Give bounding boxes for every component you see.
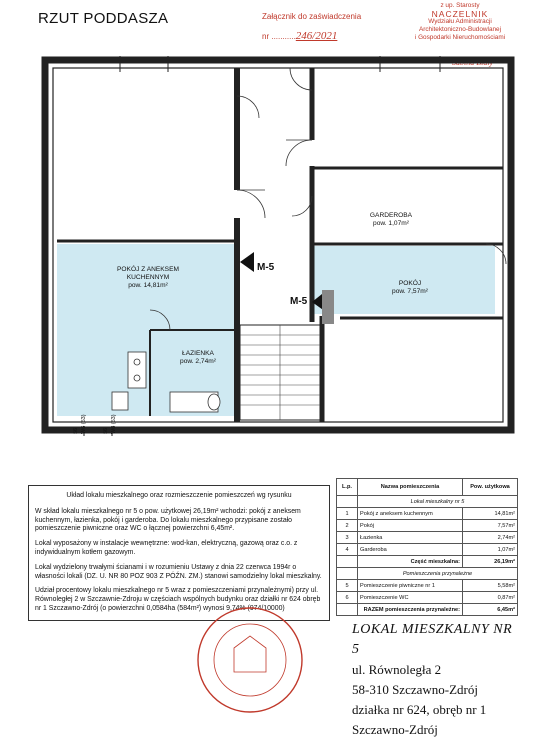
address-line: działka nr 624, obręb nr 1: [352, 702, 487, 717]
stair-treads: [240, 325, 320, 420]
section-row: Lokal mieszkalny nr 5: [336, 495, 518, 508]
room-name: POKÓJ: [398, 280, 422, 287]
cell: 5: [336, 579, 358, 592]
fixtures: [111, 351, 221, 413]
address-line: ul. Równoległa 2: [352, 662, 442, 677]
attachment-number-prefix: nr: [262, 32, 270, 41]
marker-m5: M-5: [290, 296, 308, 307]
sum-label: RAZEM pomieszczenia przynależne:: [357, 603, 463, 616]
page-title: RZUT PODDASZA: [38, 10, 169, 27]
stamp-line: Architektoniczno-Budowlanej: [418, 26, 502, 33]
dimension-label: W6 (53): [111, 414, 117, 434]
address-line: 58-310 Szczawno-Zdrój: [352, 682, 478, 697]
cell: 2,74m²: [462, 531, 518, 544]
cell: 2: [336, 519, 358, 532]
floor-plan: [41, 56, 515, 436]
column-header: Pow. użytkowa: [462, 478, 518, 496]
section-row: Pomieszczenia przynależne: [336, 567, 518, 580]
description-paragraph: Udział procentowy lokalu mieszkalnego nr…: [35, 587, 321, 612]
description-paragraph: Lokal wydzielony trwałymi ścianami i w r…: [35, 563, 322, 580]
description-paragraph: Lokal wyposażony w instalacje wewnętrzne…: [35, 540, 298, 556]
room-label-garderoba: GARDEROBA pow. 1,07m²: [346, 212, 436, 228]
room-area: pow. 7,57m²: [392, 288, 428, 295]
cell: 3: [336, 531, 358, 544]
stamp-line: NACZELNIK: [431, 9, 489, 19]
cell: Pokój: [357, 519, 463, 532]
cell: 0,87m²: [462, 591, 518, 604]
room-label-lazienka: ŁAZIENKA pow. 2,74m²: [160, 350, 236, 366]
cell: 1: [336, 507, 358, 520]
attachment-label: Załącznik do zaświadczenia: [262, 12, 362, 21]
room-area: pow. 2,74m²: [180, 358, 216, 365]
description-box: Układ lokalu mieszkalnego oraz rozmieszc…: [28, 485, 330, 621]
window-marks: [83, 56, 441, 436]
room-pokoj-fill: [312, 246, 495, 314]
cell: 4: [336, 543, 358, 556]
address-heading: LOKAL MIESZKALNY NR 5: [352, 622, 513, 657]
room-name: POKÓJ Z ANEKSEM KUCHENNYM: [117, 266, 179, 281]
stamp-line: i Gospodarki Nieruchomościami: [414, 34, 506, 41]
rooms-table: L.p. Nazwa pomieszczenia Pow. użytkowa L…: [336, 478, 518, 616]
dimension-label: 56: [103, 427, 109, 434]
cell: 5,58m²: [462, 579, 518, 592]
room-area: pow. 1,07m²: [373, 220, 409, 227]
cell: Pomieszczenie WC: [357, 591, 463, 604]
attachment-number-line: nr ...........246/2021: [262, 30, 338, 42]
room-label-pokoj: POKÓJ pow. 7,57m²: [370, 280, 450, 296]
marker-m5: M-5: [257, 262, 275, 273]
official-stamp: z up. Starosty NACZELNIK Wydziału Admini…: [402, 2, 518, 42]
cell: 1,07m²: [462, 543, 518, 556]
address-line: Szczawno-Zdrój: [352, 722, 438, 737]
dimension-label: W6 (53): [81, 414, 87, 434]
stamp-line: Wydziału Administracji: [428, 18, 492, 25]
sum-row: RAZEM pomieszczenia przynależne:6,45m²: [336, 603, 518, 616]
sum-label: Część mieszkalna:: [357, 555, 463, 568]
room-name: GARDEROBA: [369, 212, 413, 219]
architect-seal: [197, 607, 303, 713]
description-heading: Układ lokalu mieszkalnego oraz rozmieszc…: [66, 492, 292, 499]
walls: [41, 56, 515, 434]
attachment-number: 246/2021: [295, 30, 338, 42]
dimension-label: 56: [73, 427, 79, 434]
sum-row: Część mieszkalna:26,19m²: [336, 555, 518, 568]
wall-hatch: [322, 290, 334, 324]
address-block: LOKAL MIESZKALNY NR 5 ul. Równoległa 2 5…: [352, 620, 522, 740]
cell: Garderoba: [357, 543, 463, 556]
description-paragraph: W skład lokalu mieszkalnego nr 5 o pow. …: [35, 507, 301, 533]
column-header: Nazwa pomieszczenia: [357, 478, 463, 496]
stamp-line: z up. Starosty: [440, 2, 480, 9]
sum-value: 6,45m²: [462, 603, 518, 616]
section-label: Pomieszczenia przynależne: [357, 567, 518, 580]
cell: Pomieszczenie piwniczne nr 1: [357, 579, 463, 592]
room-name: ŁAZIENKA: [182, 350, 214, 357]
cell: 7,57m²: [462, 519, 518, 532]
cell: Łazienka: [357, 531, 463, 544]
cell: 14,81m²: [462, 507, 518, 520]
room-label-pokoj-aneks: POKÓJ Z ANEKSEM KUCHENNYM pow. 14,81m²: [98, 266, 198, 290]
entry-arrow-icon: [240, 252, 254, 272]
column-header: L.p.: [336, 478, 358, 496]
sum-value: 26,19m²: [462, 555, 518, 568]
door-swings: [149, 67, 507, 331]
cell: Pokój z aneksem kuchennym: [357, 507, 463, 520]
section-label: Lokal mieszkalny nr 5: [357, 495, 518, 508]
room-area: pow. 14,81m²: [128, 282, 168, 289]
cell: 6: [336, 591, 358, 604]
table-header-row: L.p. Nazwa pomieszczenia Pow. użytkowa: [336, 478, 518, 496]
